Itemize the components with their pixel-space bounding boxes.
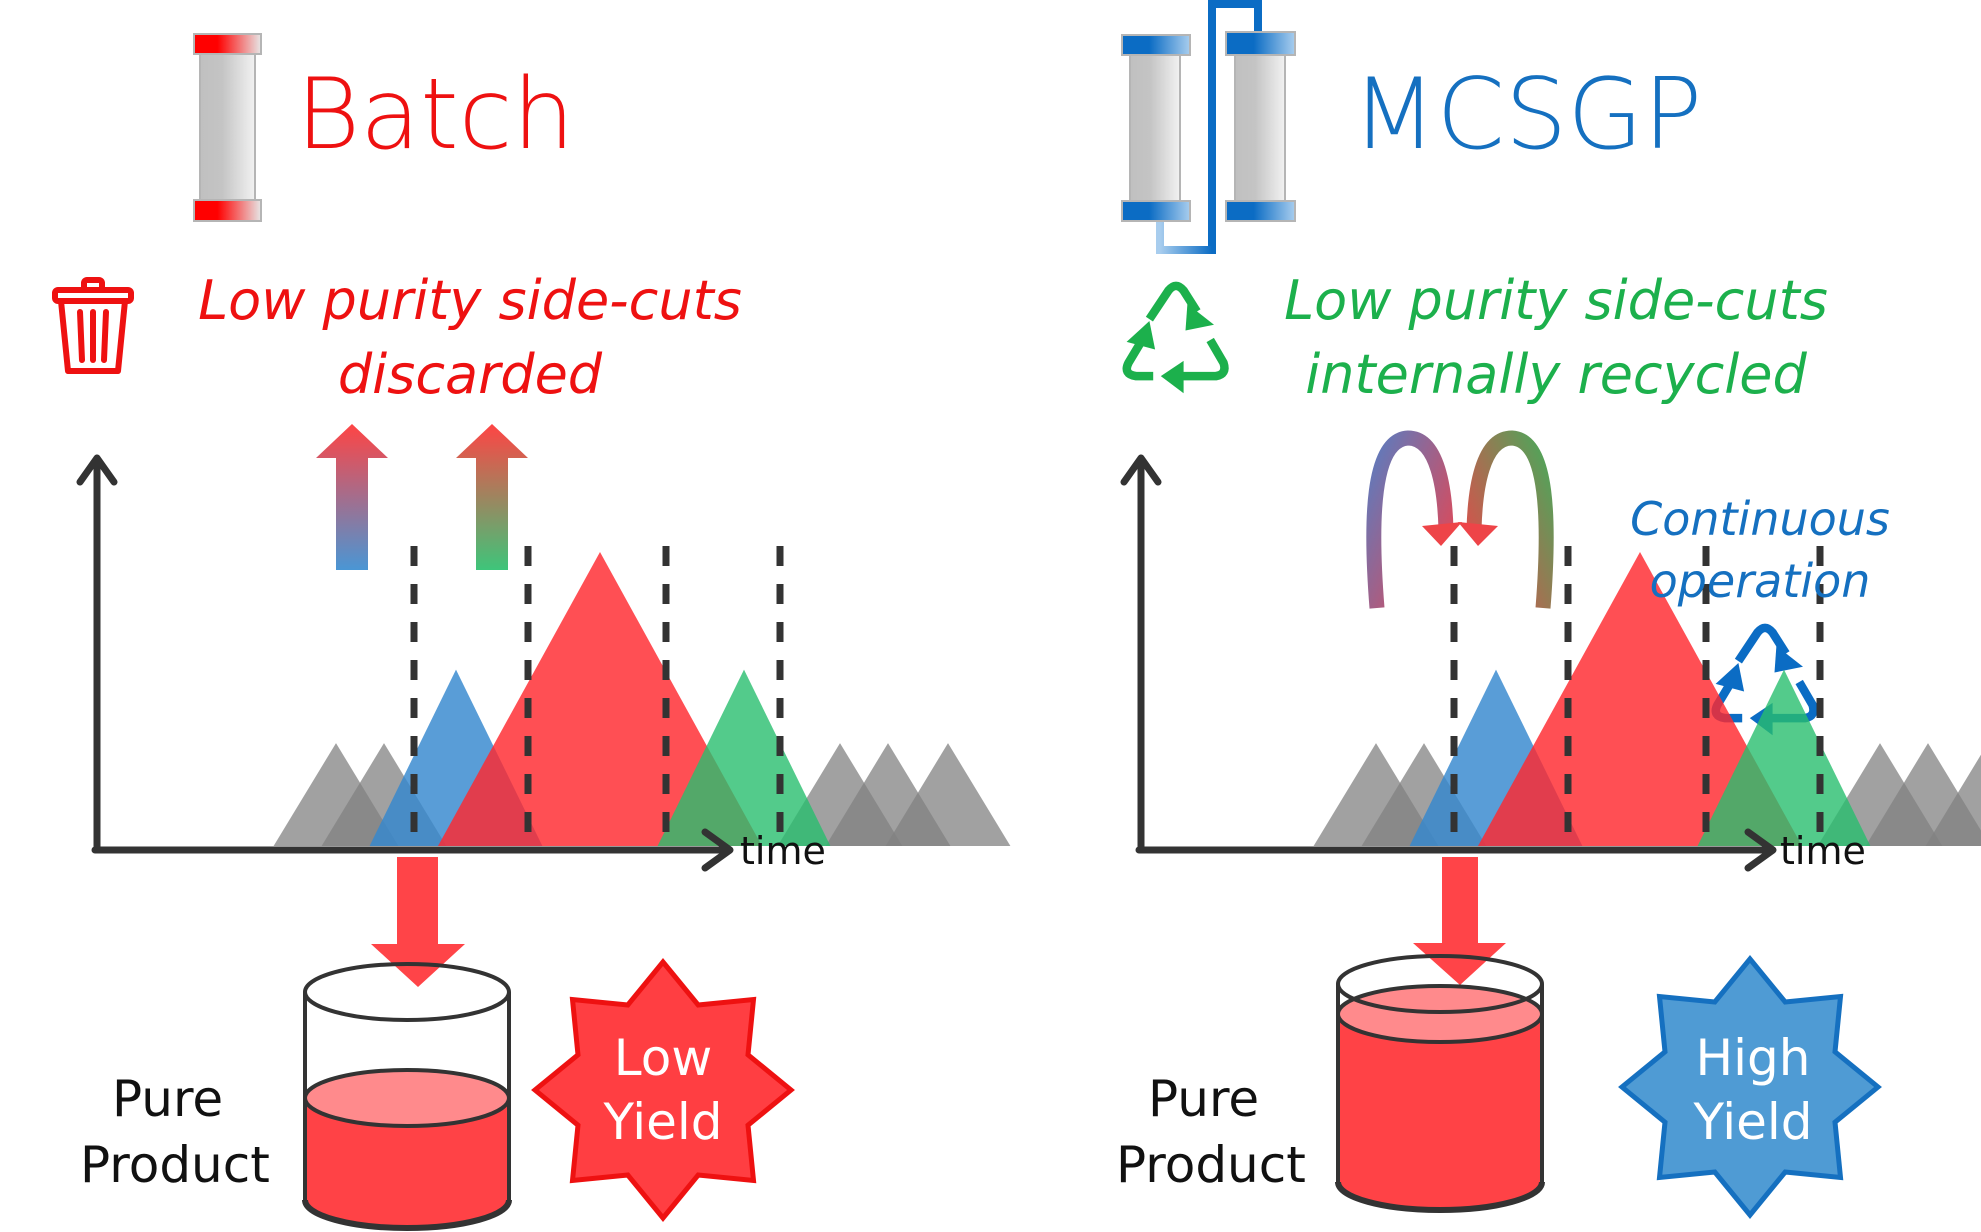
batch-column-icon — [193, 33, 262, 222]
product-flow-arrow — [1413, 857, 1506, 985]
continuous-note-line2: operation — [1649, 554, 1871, 608]
peak-green — [657, 669, 831, 846]
mcsgp-subtitle-line2: internally recycled — [1305, 343, 1807, 406]
low-yield-line2: Yield — [603, 1093, 723, 1151]
peak-gray — [885, 743, 1011, 846]
product-flow-arrow — [371, 857, 465, 987]
batch-x-axis-label: time — [740, 829, 826, 873]
discard-arrow-blue — [316, 424, 388, 570]
low-yield-badge-shape — [531, 958, 795, 1222]
batch-title: Batch — [296, 58, 575, 172]
batch-subtitle-line2: discarded — [337, 343, 603, 406]
batch-beaker — [302, 962, 512, 1231]
mcsgp-beaker — [1335, 954, 1545, 1213]
x-axis — [91, 828, 734, 872]
peak-red — [438, 552, 762, 846]
recycle-loop-right — [1466, 430, 1554, 609]
batch-chromatogram — [76, 424, 1011, 872]
discard-arrow-green — [456, 424, 528, 570]
low-yield-line1: Low — [613, 1029, 713, 1087]
high-yield-badge-shape — [1618, 955, 1882, 1219]
mcsgp-subtitle-line1: Low purity side-cuts — [1284, 269, 1828, 332]
continuous-note-line1: Continuous — [1630, 492, 1890, 546]
x-axis — [1135, 828, 1777, 872]
batch-subtitle-line1: Low purity side-cuts — [198, 269, 742, 332]
mcsgp-twin-column-icon — [1121, 0, 1296, 254]
peak-gray — [1925, 754, 1981, 846]
peak-red — [1478, 552, 1802, 846]
mcsgp-chromatogram — [1120, 430, 1981, 872]
peak-green — [1697, 669, 1871, 846]
mcsgp-product-label-line1: Pure — [1148, 1070, 1260, 1128]
y-axis — [1120, 454, 1162, 854]
recycle-loop-left — [1366, 430, 1454, 609]
high-yield-line1: High — [1695, 1029, 1811, 1087]
trash-icon — [52, 277, 134, 374]
recycle-icon — [1122, 281, 1229, 394]
y-axis — [76, 454, 118, 854]
batch-product-label-line2: Product — [80, 1136, 270, 1194]
batch-product-label-line1: Pure — [112, 1070, 224, 1128]
high-yield-line2: Yield — [1693, 1093, 1813, 1151]
mcsgp-title: MCSGP — [1352, 58, 1703, 172]
mcsgp-x-axis-label: time — [1780, 829, 1866, 873]
mcsgp-product-label-line2: Product — [1116, 1136, 1306, 1194]
